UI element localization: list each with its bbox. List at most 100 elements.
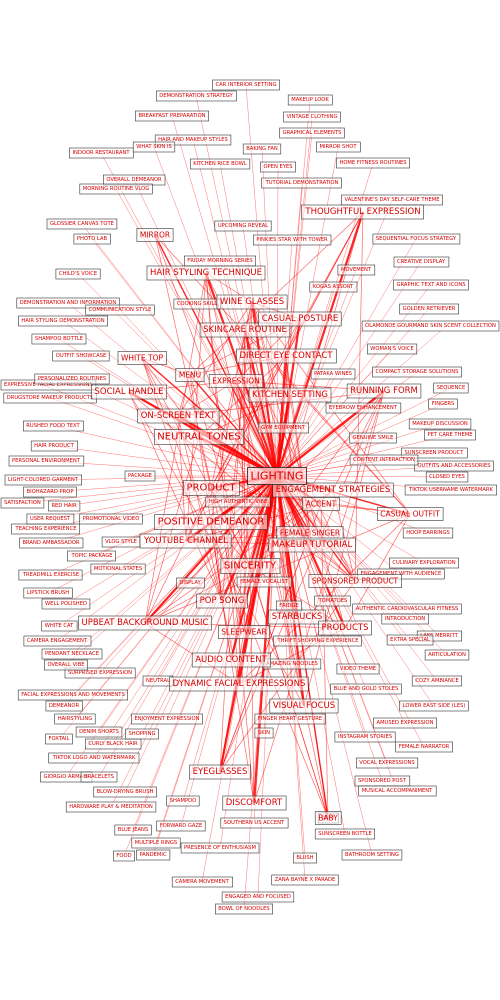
node-label: HAIRSTYLING — [58, 716, 93, 722]
edge-red-hair — [63, 475, 278, 507]
node-label: HAIR STYLING DEMONSTRATION — [21, 318, 104, 324]
node-breakfast-preparation: BREAKFAST PREPARATION — [135, 110, 209, 122]
node-label: SINCERITY — [224, 561, 277, 572]
node-sunscreen-bottle: SUNSCREEN BOTTLE — [314, 828, 376, 840]
node-box — [80, 771, 118, 783]
node-label: FEMALE NARRATOR — [399, 744, 450, 750]
node-label: USER REQUEST — [30, 516, 71, 522]
node-label: WHITE TOP — [121, 354, 163, 363]
node-label: PATAKA WINES — [314, 371, 352, 377]
node-box — [261, 177, 342, 189]
node-olamonde-gourmand-skin-scent-collection: OLAMONDE GOURMAND SKIN SCENT COLLECTION — [361, 320, 500, 332]
node-creative-display: CREATIVE DISPLAY — [393, 256, 450, 268]
node-box — [90, 563, 146, 575]
node-box — [191, 652, 271, 668]
node-label: MENU — [179, 371, 201, 380]
node-box — [166, 795, 200, 807]
node-label: OUTFITS AND ACCESSORIES — [417, 463, 490, 469]
node-label: INSTAGRAM STORIES — [338, 734, 392, 740]
node-label: SEQUENTIAL FOCUS STRATEGY — [376, 236, 457, 242]
node-label: RUSHED FOOD TEXT — [26, 423, 80, 429]
node-label: VINTAGE CLOTHING — [286, 114, 337, 120]
node-skincare-routine: SKINCARE ROUTINE — [199, 322, 291, 338]
node-label: PET CARE THEME — [427, 432, 472, 438]
node-box — [30, 440, 79, 452]
node-hoop-earrings: HOOP EARRINGS — [402, 527, 454, 539]
node-label: KOGAS ASSORT — [313, 284, 354, 290]
node-personalized-routines: PERSONALIZED ROUTINES — [34, 373, 110, 385]
node-box — [124, 470, 156, 482]
node-label: MORNING ROUTINE VLOG — [83, 186, 149, 192]
node-label: FOOD — [116, 853, 131, 859]
node-vlog-style: VLOG STYLE — [101, 536, 141, 548]
node-label: SUNSCREEN PRODUCT — [405, 450, 465, 456]
node-label: ENGAGEMENT WITH AUDIENCE — [361, 571, 442, 577]
node-demeanor: DEMEANOR — [45, 700, 83, 712]
node-tiktok-logo-and-watermark: TIKTOK LOGO AND WATERMARK — [48, 752, 140, 764]
node-brand-ambassador: BRAND AMBASSADOR — [19, 537, 84, 549]
edge-biohazard-prop — [49, 475, 278, 493]
node-label: GOLDEN RETRIEVER — [403, 306, 456, 312]
node-label: PERSONALIZED ROUTINES — [38, 376, 106, 382]
node-box — [316, 141, 361, 153]
node-label: GIORGIO ARMANI — [43, 774, 89, 780]
node-box — [154, 514, 268, 530]
node-sponsored-post: SPONSORED POST — [354, 775, 411, 787]
node-makeup-tutorial: MAKEUP TUTORIAL — [268, 537, 356, 553]
node-on-screen-text: ON-SCREEN TEXT — [137, 408, 220, 424]
node-box — [268, 537, 356, 553]
node-what-skin-is: WHAT SKIN IS — [132, 141, 176, 153]
edge-graphical-elements — [276, 132, 313, 477]
node-label: PRODUCTS — [321, 623, 368, 633]
node-female-vocalist: FEMALE VOCALIST — [236, 576, 292, 588]
node-biohazard-prop: BIOHAZARD PROP — [23, 486, 77, 498]
node-label: CURLY BLACK HAIR — [88, 741, 138, 747]
node-box — [279, 127, 345, 139]
node-box — [4, 474, 82, 486]
node-kitchen-rice-bowl: KITCHEN RICE BOWL — [190, 158, 251, 170]
edge-neutral-tones-sponsored-product — [198, 436, 356, 582]
node-communication-style: COMMUNICATION STYLE — [85, 304, 155, 316]
node-label: TOPIC PACKAGE — [70, 553, 112, 559]
edge-graphic-text-and-icons — [276, 284, 432, 477]
node-box — [309, 281, 358, 293]
node-mirror: MIRROR — [136, 228, 174, 242]
node-label: FEMALE SINGER — [280, 529, 340, 538]
node-box — [78, 615, 212, 631]
node-friday-morning-series: FRIDAY MORNING SERIES — [184, 255, 257, 267]
node-label: LOWER EAST SIDE (LES) — [403, 703, 466, 709]
node-box — [220, 558, 281, 574]
node-box — [171, 876, 233, 888]
node-label: INDOOR RESTAURANT — [72, 150, 130, 156]
node-dynamic-facial-expressions: DYNAMIC FACIAL EXPRESSIONS — [169, 676, 309, 692]
node-shopping: SHOPPING — [125, 728, 159, 740]
node-label: OVERALL DEMEANOR — [106, 177, 162, 183]
node-label: OVERALL VIBE — [47, 662, 84, 668]
node-label: RED HAIR — [51, 503, 77, 509]
node-makeup-discussion: MAKEUP DISCUSSION — [408, 418, 472, 430]
node-box — [287, 94, 333, 106]
node-label: CASUAL POSTURE — [262, 314, 339, 324]
node-product: PRODUCT — [183, 480, 240, 496]
node-label: UPCOMING REVEAL — [218, 223, 268, 229]
node-open-eyes: OPEN EYES — [260, 161, 296, 173]
node-surprised-expression: SURPRISED EXPRESSION — [64, 667, 136, 679]
node-label: AMUSED EXPRESSION — [377, 720, 434, 726]
node-content-interaction: CONTENT INTERACTION — [349, 454, 419, 466]
node-label: SPONSORED PRODUCT — [312, 577, 399, 586]
node-label: EYEGLASSES — [193, 767, 248, 777]
node-label: FOXTAIL — [49, 736, 70, 742]
edge-on-screen-text-wine-glasses — [177, 301, 253, 417]
edge-thoughtful-expression-menu — [189, 211, 364, 376]
node-label: OPEN EYES — [263, 164, 292, 170]
node-neutral-tones: NEUTRAL TONES — [154, 429, 245, 445]
node-label: EXPRESSION — [212, 377, 260, 386]
node-morning-routine-vlog: MORNING ROUTINE VLOG — [79, 183, 153, 195]
node-box — [341, 849, 403, 861]
node-gym-equipment: GYM EQUIPMENT — [257, 422, 310, 434]
node-youtube-channel: YOUTUBE CHANNEL — [139, 533, 232, 549]
node-box — [125, 728, 159, 740]
node-label: EXPRESSIVE FACIAL EXPRESSIONS — [4, 382, 93, 388]
node-box — [268, 609, 326, 625]
node-box — [395, 741, 453, 753]
